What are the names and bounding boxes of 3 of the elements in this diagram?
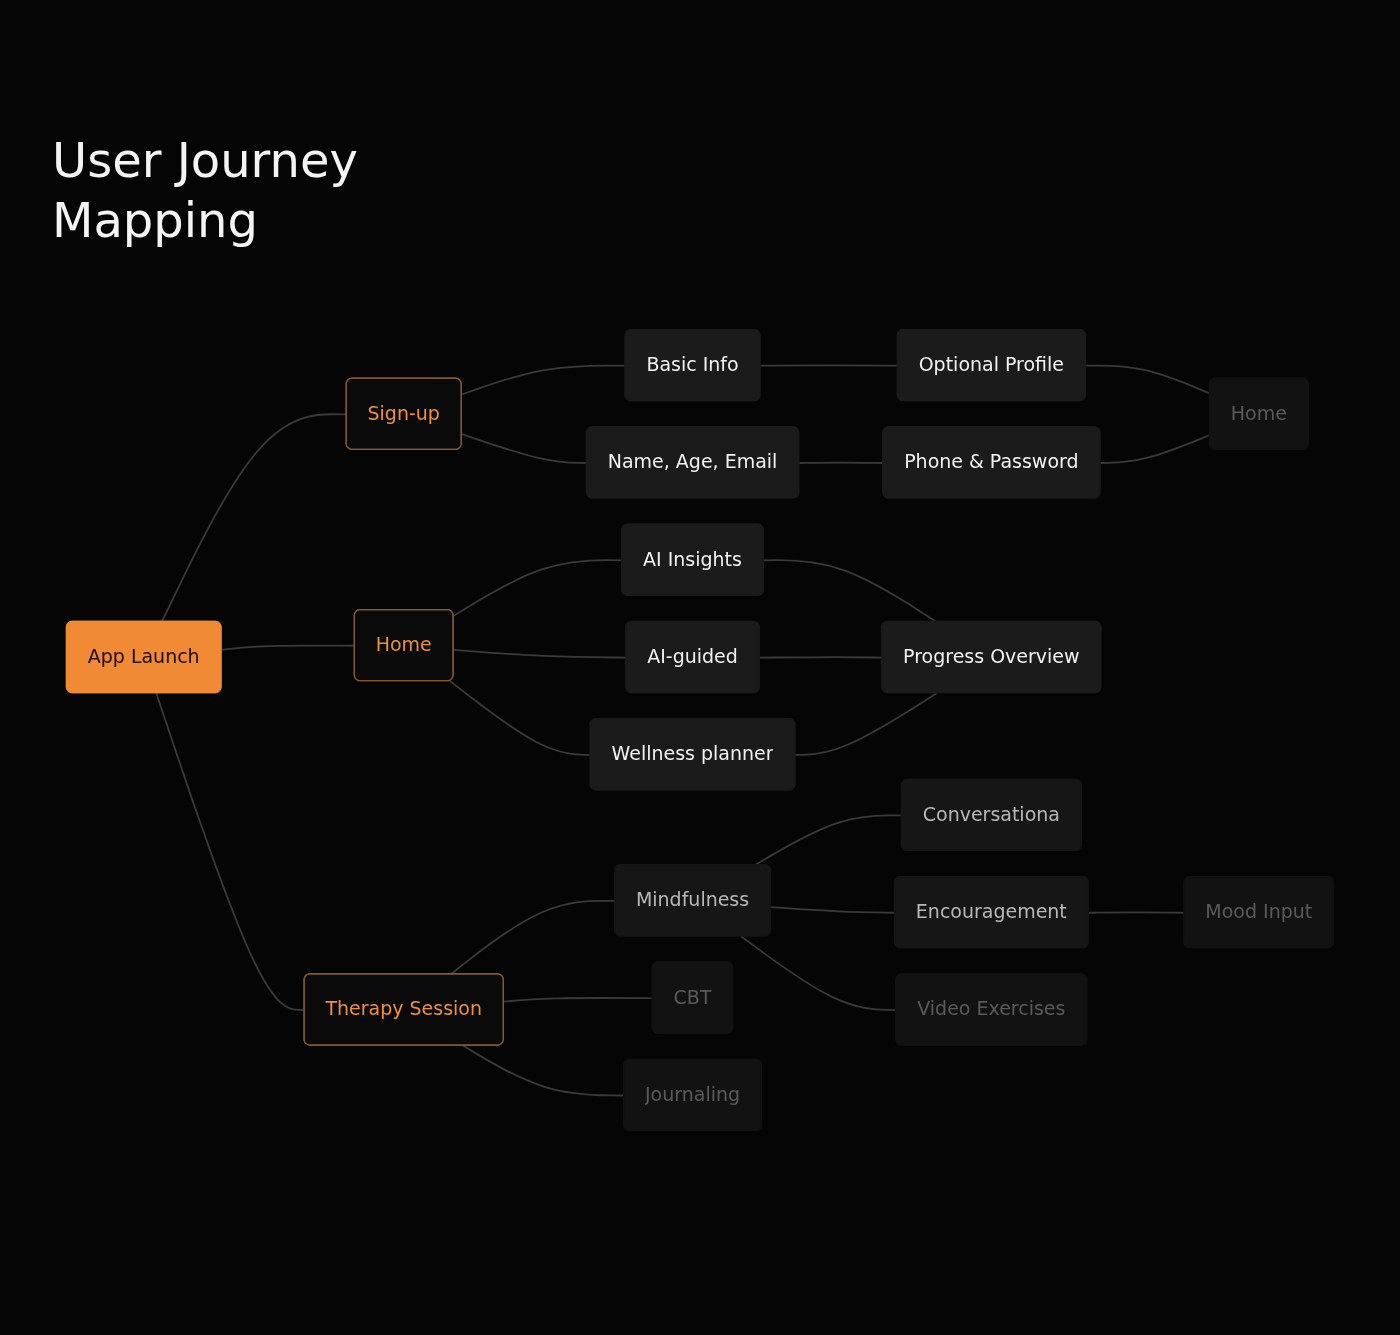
connector — [763, 559, 938, 623]
page-title: User Journey Mapping — [52, 131, 359, 250]
connector — [794, 692, 938, 756]
